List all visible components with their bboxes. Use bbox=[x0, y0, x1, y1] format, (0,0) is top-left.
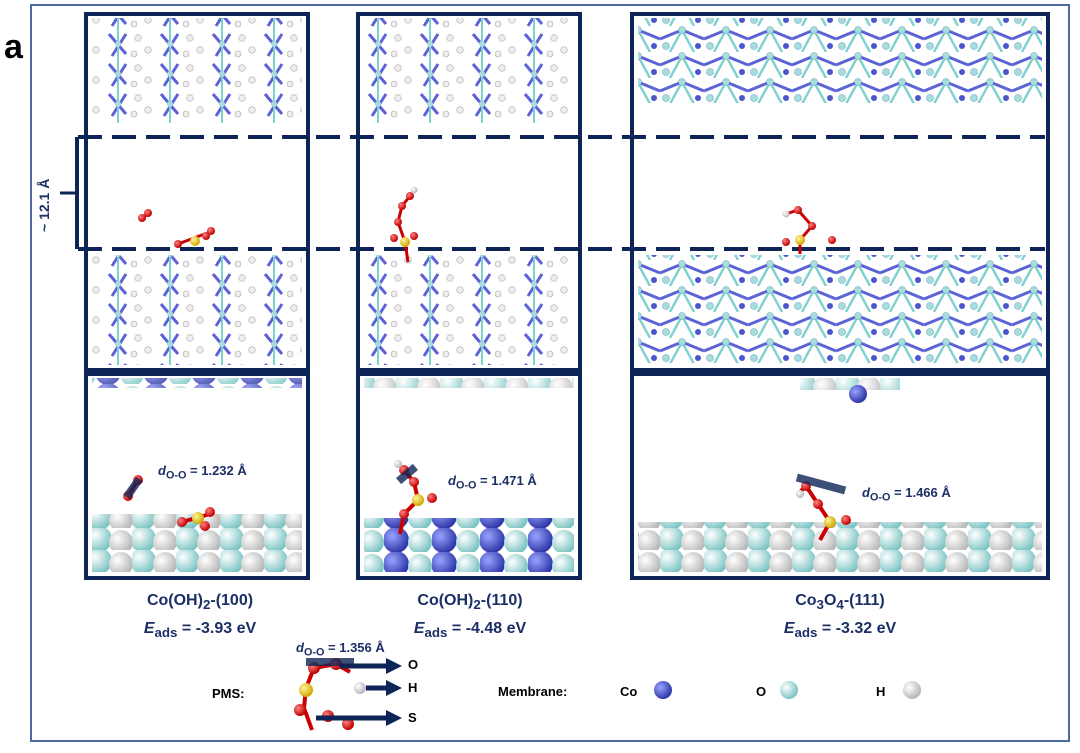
d-oo-110: dO-O = 1.471 Å bbox=[448, 473, 537, 492]
legend-pms-molecule bbox=[294, 658, 402, 731]
lattice-top-111 bbox=[638, 18, 1042, 103]
pms-molecule-110 bbox=[390, 186, 418, 263]
legend-arrow-h: H bbox=[408, 680, 418, 695]
d-oo-100: dO-O = 1.232 Å bbox=[158, 463, 247, 482]
legend-arrow-o: O bbox=[408, 657, 419, 672]
zoom-pms-111 bbox=[795, 473, 851, 541]
caption-111: Co3O4-(111) bbox=[795, 592, 885, 613]
energy-111: Eads = -3.32 eV bbox=[783, 620, 897, 641]
panel-letter: a bbox=[4, 28, 23, 66]
legend-h-label: H bbox=[876, 684, 886, 699]
surface-111 bbox=[638, 522, 1042, 572]
caption-110: Co(OH)2-(110) bbox=[417, 592, 523, 613]
lattice-bottom-110 bbox=[364, 255, 574, 365]
legend-h-atom bbox=[903, 681, 921, 699]
legend-pms-d-oo: dO-O = 1.356 Å bbox=[296, 640, 385, 659]
zoom-pms-110 bbox=[394, 460, 437, 535]
legend-co-label: Co bbox=[620, 684, 638, 699]
surface-110 bbox=[364, 518, 574, 572]
legend-o-atom bbox=[780, 681, 798, 699]
energy-100: Eads = -3.93 eV bbox=[143, 620, 257, 641]
legend-o-label: O bbox=[756, 684, 767, 699]
lattice-top-100 bbox=[92, 18, 302, 123]
figure-border bbox=[30, 4, 1070, 742]
zoom-pms-100 bbox=[123, 475, 215, 531]
lattice-bottom-111 bbox=[638, 255, 1042, 363]
legend-pms-label: PMS: bbox=[212, 686, 245, 701]
energy-110: Eads = -4.48 eV bbox=[413, 620, 527, 641]
legend-membrane-label: Membrane: bbox=[498, 684, 568, 699]
pms-molecule-100 bbox=[138, 209, 215, 248]
gap-label: ~ 12.1 Å bbox=[36, 178, 52, 232]
lattice-top-110 bbox=[364, 18, 574, 123]
lattice-bottom-100 bbox=[92, 255, 302, 365]
legend-arrow-s: S bbox=[408, 710, 417, 725]
pms-molecule-111 bbox=[782, 206, 836, 254]
caption-100: Co(OH)2-(100) bbox=[146, 592, 254, 613]
d-oo-111: dO-O = 1.466 Å bbox=[862, 485, 951, 504]
legend-co-atom bbox=[654, 681, 672, 699]
